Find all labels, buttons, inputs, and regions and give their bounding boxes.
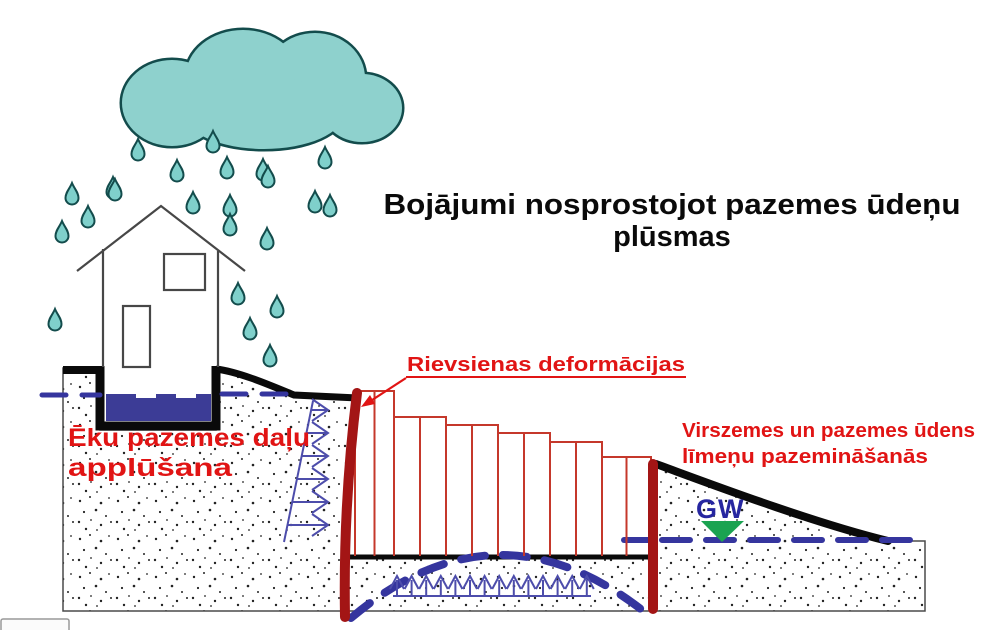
uplift-arrow (476, 573, 493, 596)
label-building-flooding-line1: Ēku pazemes daļu (68, 424, 310, 452)
scrollbar-fragment[interactable] (0, 618, 70, 630)
rain-drop-icon (262, 344, 278, 368)
uplift-arrows-icon (389, 573, 595, 597)
rain-drop-icon (219, 156, 235, 180)
surface-right-slope (652, 460, 892, 545)
house-roof (76, 204, 246, 272)
pressure-arrows-icon (283, 398, 330, 543)
rain-drop-icon (47, 308, 63, 332)
label-water-lowering-line1: Virszemes un pazemes ūdens (682, 420, 975, 442)
sheet-pile-wall-left (339, 388, 362, 622)
excavation-panel (354, 390, 395, 556)
uplift-arrow (447, 573, 464, 596)
flooded-basement-water (106, 394, 211, 421)
rain-drop-icon (64, 182, 80, 206)
uplift-arrow (505, 573, 522, 596)
label-gw: GW (696, 494, 745, 524)
page-title-line2: plūsmas (613, 221, 731, 253)
label-building-flooding-line2: applūšana (68, 454, 233, 482)
uplift-arrow (535, 573, 551, 596)
label-water-lowering-line2: līmeņu pazemināšanās (682, 446, 928, 468)
pressure-arrow (292, 490, 330, 514)
pressure-arrow (296, 467, 330, 491)
pressure-hypotenuse (283, 400, 314, 543)
excavation-panel (497, 432, 551, 556)
uplift-arrow (389, 573, 405, 596)
leader-arrow (361, 377, 407, 407)
excavation-panel (549, 441, 603, 556)
rain-drop-icon (80, 205, 96, 229)
rain-drop-icon (54, 220, 70, 244)
rain-drop-icon (259, 227, 275, 251)
uplift-arrow (520, 573, 537, 596)
uplift-arrow (403, 573, 420, 596)
rain-drop-icon (185, 191, 201, 215)
rain-drop-icon (317, 146, 333, 170)
rain-drop-icon (222, 213, 238, 237)
rain-drop-icon (307, 190, 323, 214)
rain-cloud-icon (119, 27, 405, 152)
uplift-arrow (564, 573, 581, 596)
uplift-arrow (491, 573, 508, 596)
pressure-arrow (287, 513, 330, 537)
rain-drop-icon (269, 295, 285, 319)
gw-marker-icon (701, 521, 744, 542)
uplift-arrow (432, 573, 449, 596)
rain-drops (47, 130, 338, 368)
uplift-arrow (578, 573, 595, 596)
rain-drop-icon (169, 159, 185, 183)
house (76, 204, 246, 369)
excavation-panel (393, 416, 447, 556)
excavation-panel (445, 424, 499, 556)
label-sheet-pile-deformation: Rievsienas deformācijas (407, 354, 685, 376)
rain-drop-icon (230, 282, 246, 306)
house-window (162, 252, 207, 292)
house-door (121, 304, 152, 369)
page-title-line1: Bojājumi nosprostojot pazemes ūdeņu (384, 189, 961, 221)
pressure-arrow (301, 444, 330, 468)
uplift-arrow (418, 573, 435, 596)
rain-drop-icon (322, 194, 338, 218)
excavation-panels (354, 390, 652, 556)
pressure-arrow (310, 398, 330, 422)
surface-middle (215, 365, 359, 402)
pressure-arrow (306, 421, 330, 445)
rain-drop-icon (130, 138, 146, 162)
rain-drop-icon (242, 317, 258, 341)
uplift-arrow (549, 573, 566, 596)
uplift-arrow (462, 573, 478, 596)
